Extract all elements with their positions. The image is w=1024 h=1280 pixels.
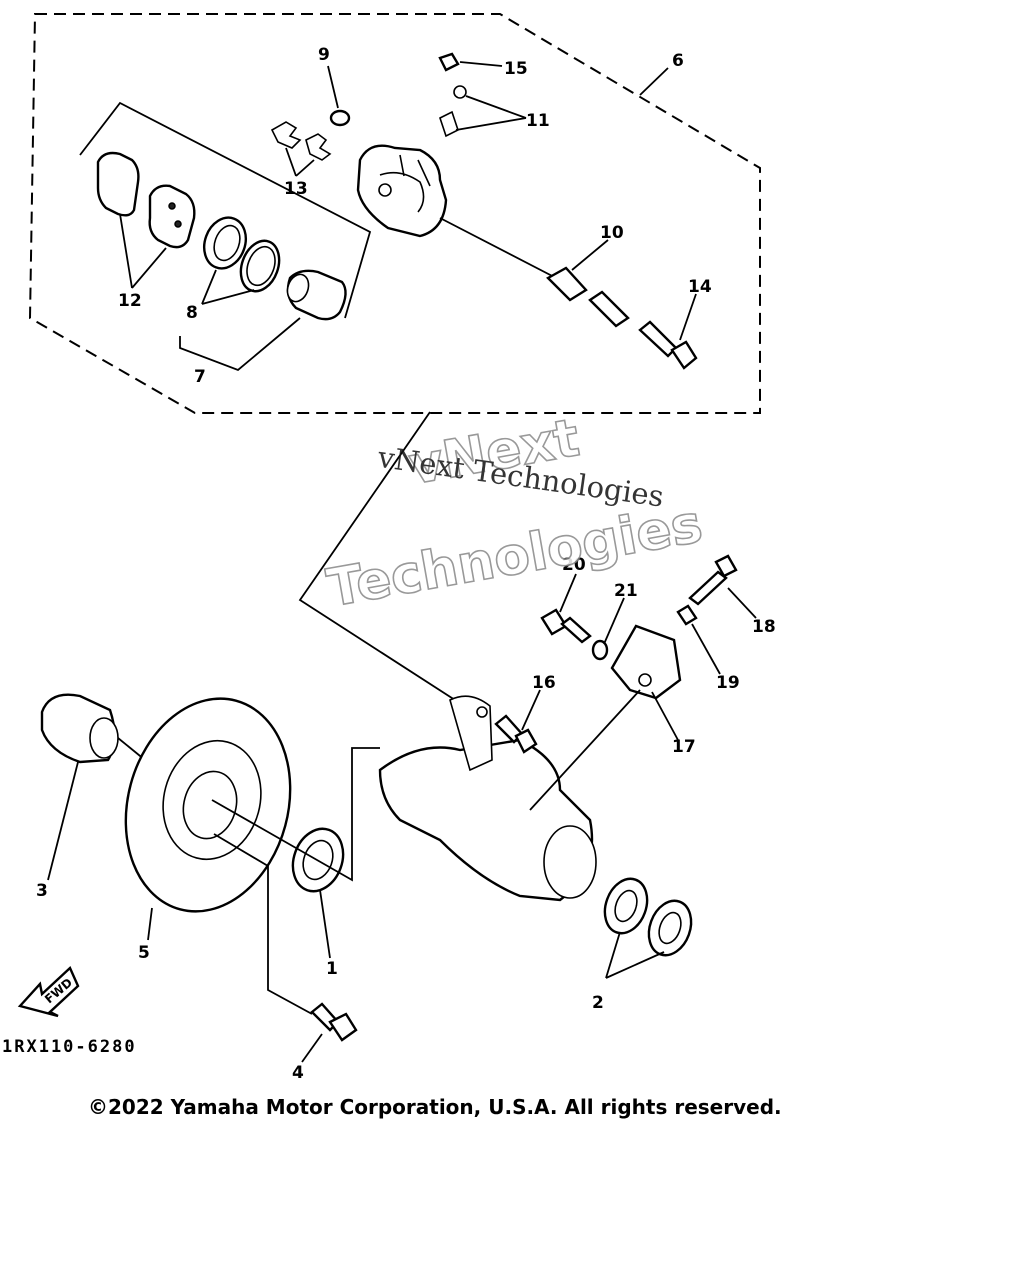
caliper-bracket-17	[610, 624, 682, 700]
leader-12a	[119, 213, 133, 289]
leader-19	[691, 623, 721, 675]
leader-10	[571, 239, 609, 271]
leader-11b	[455, 117, 527, 131]
leader-11a	[465, 95, 527, 119]
axle-lock-nut-outer	[647, 899, 693, 957]
brake-pad-1	[96, 151, 140, 217]
leader-20	[559, 573, 577, 613]
rear-axle-housing	[378, 695, 597, 902]
forward-arrow-icon: FWD	[17, 965, 80, 1018]
caliper-bolt	[638, 320, 698, 370]
drawing-code: 1RX110-6280	[2, 1037, 137, 1057]
leader-13b	[295, 159, 315, 177]
leader-4	[301, 1033, 323, 1063]
callout-20: 20	[562, 555, 586, 575]
seal-group-bracket	[179, 317, 301, 372]
leader-17	[651, 691, 679, 741]
bolt-20	[540, 608, 592, 644]
leader-2a	[605, 931, 621, 979]
leader-16	[521, 689, 541, 731]
leader-15	[459, 61, 503, 67]
callout-11: 11	[526, 111, 550, 131]
disc-bolt-leader	[213, 833, 313, 1015]
callout-8: 8	[186, 303, 198, 323]
callout-21: 21	[614, 581, 638, 601]
caliper-piston	[286, 269, 347, 321]
leader-3	[47, 761, 79, 881]
axle-lock-nut-inner	[603, 877, 649, 935]
leader-21	[603, 597, 625, 645]
callout-12: 12	[118, 291, 142, 311]
callout-18: 18	[752, 617, 776, 637]
caliper-assembly-boundary	[28, 13, 761, 414]
leader-12b	[131, 247, 167, 289]
callout-17: 17	[672, 737, 696, 757]
bleed-screw	[439, 85, 467, 138]
callout-3: 3	[36, 881, 48, 901]
callout-7: 7	[194, 367, 206, 387]
leader-6	[639, 67, 669, 96]
callout-5: 5	[138, 943, 150, 963]
caliper-to-arm-leader	[298, 411, 456, 701]
callout-2: 2	[592, 993, 604, 1013]
bolt-18	[688, 554, 738, 606]
cap-15	[438, 52, 460, 72]
leader-1	[319, 889, 331, 959]
slide-pin	[588, 290, 630, 328]
watermark-line-2: Technologies	[323, 494, 707, 619]
caliper-body	[356, 144, 448, 238]
leader-8b	[201, 289, 255, 305]
leader-14	[679, 293, 697, 341]
leader-2b	[605, 951, 665, 979]
pad-spring-clips	[270, 121, 332, 161]
nut-19	[676, 604, 698, 626]
hub-bearing	[40, 693, 146, 764]
dust-seal	[239, 239, 281, 293]
callout-14: 14	[688, 277, 712, 297]
leader-5	[147, 907, 153, 941]
callout-6: 6	[672, 51, 684, 71]
leader-9	[327, 65, 339, 109]
callout-9: 9	[318, 45, 330, 65]
leader-18	[727, 587, 757, 619]
slide-pin-leader	[439, 217, 561, 281]
callout-13: 13	[284, 179, 308, 199]
callout-16: 16	[532, 673, 556, 693]
leader-8a	[201, 269, 217, 305]
piston-seal	[203, 216, 247, 270]
axle-centerline	[211, 747, 380, 882]
copyright-notice: ©2022 Yamaha Motor Corporation, U.S.A. A…	[88, 1095, 782, 1119]
disc-bolt	[310, 1002, 358, 1042]
callout-19: 19	[716, 673, 740, 693]
bleed-screw-cap	[329, 109, 351, 127]
callout-10: 10	[600, 223, 624, 243]
callout-15: 15	[504, 59, 528, 79]
slide-pin-bushing	[546, 266, 588, 302]
washer-21	[591, 639, 609, 661]
pads-bracket-line	[79, 101, 372, 319]
leader-13a	[285, 147, 297, 177]
bracket-leader	[529, 689, 641, 811]
brake-disc	[124, 697, 292, 913]
callout-4: 4	[292, 1063, 304, 1083]
callout-1: 1	[326, 959, 338, 979]
bolt-16	[494, 714, 538, 754]
brake-pad-2	[148, 184, 196, 249]
watermark: vNext Technologies vNext Technologies	[322, 407, 707, 620]
